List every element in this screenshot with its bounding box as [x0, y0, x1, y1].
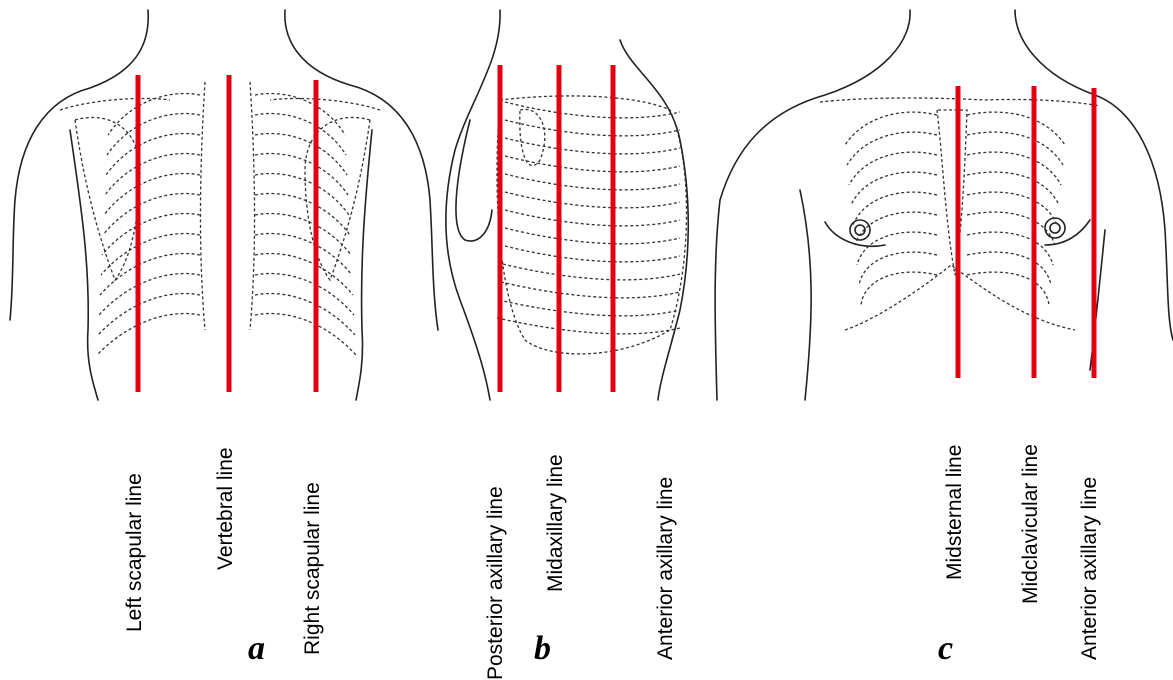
rib	[499, 300, 680, 316]
torso-outline-left	[715, 10, 910, 400]
sternum	[937, 110, 967, 275]
rib	[255, 154, 348, 195]
rib	[967, 112, 1065, 145]
label-midaxillary-line: Midaxillary line	[544, 454, 568, 592]
rib	[255, 274, 354, 315]
label-right-scapular-line: Right scapular line	[301, 482, 325, 655]
rib	[851, 172, 937, 205]
rib	[100, 254, 200, 295]
shoulder-left	[60, 98, 170, 110]
rib	[505, 120, 680, 136]
rib	[255, 294, 355, 335]
rib	[505, 138, 680, 154]
rib	[107, 114, 200, 155]
panel-c-anterior: Midsternal line Midclavicular line Anter…	[705, 0, 1173, 672]
rib	[503, 264, 680, 280]
spine-right-edge	[250, 82, 255, 330]
rib-cage-lateral	[497, 102, 680, 334]
rib	[967, 252, 1051, 285]
rib	[505, 246, 680, 262]
nipple-right	[1045, 218, 1065, 238]
rib	[849, 152, 937, 185]
label-midclavicular-line: Midclavicular line	[1019, 444, 1043, 604]
panel-label-b: b	[534, 630, 551, 668]
panel-a-posterior: Left scapular line Vertebral line Right …	[0, 0, 440, 672]
rib	[101, 234, 200, 275]
label-anterior-axillary-line-anterior: Anterior axillary line	[1078, 477, 1102, 660]
torso-outline-left	[10, 10, 148, 320]
rib	[505, 210, 680, 226]
label-midsternal-line: Midsternal line	[943, 445, 967, 580]
arm-inner-right	[356, 130, 372, 400]
rib	[105, 154, 200, 195]
nipple-right-inner	[1050, 223, 1060, 233]
rib	[855, 212, 937, 245]
chest-fold-left	[825, 222, 885, 246]
rib	[255, 114, 346, 155]
label-posterior-axillary-line: Posterior axillary line	[484, 486, 508, 680]
panel-label-a: a	[248, 630, 265, 668]
rib	[106, 134, 200, 175]
rib	[861, 272, 937, 305]
rib	[501, 282, 680, 298]
rib	[967, 192, 1057, 225]
spine-left-edge	[200, 82, 205, 330]
rib	[255, 194, 350, 235]
posterior-torso-drawing	[0, 0, 440, 672]
rib	[97, 314, 200, 355]
rib	[505, 156, 680, 172]
rib	[845, 112, 937, 145]
torso-outline-back	[446, 10, 500, 400]
torso-outline-front	[620, 40, 688, 400]
panel-b-lateral: Posterior axillary line Midaxillary line…	[430, 0, 720, 672]
rib	[505, 174, 680, 190]
rib	[505, 192, 680, 208]
shoulder-right	[270, 98, 380, 110]
rib	[98, 294, 200, 335]
rib	[857, 232, 937, 265]
rib	[967, 132, 1063, 165]
rib	[255, 314, 356, 355]
scapula-lateral	[520, 109, 545, 165]
label-vertebral-line: Vertebral line	[214, 447, 238, 570]
rib	[99, 274, 200, 315]
label-left-scapular-line: Left scapular line	[123, 473, 147, 632]
anterior-torso-drawing	[705, 0, 1173, 672]
rib	[967, 272, 1049, 305]
label-anterior-axillary-line-lateral: Anterior axillary line	[654, 477, 678, 660]
nipple-left	[850, 220, 870, 240]
rib	[859, 252, 937, 285]
arm-inner-left	[800, 190, 811, 400]
rib	[255, 174, 349, 215]
rib	[497, 318, 680, 334]
rib	[967, 212, 1055, 245]
rib	[505, 228, 680, 244]
rib	[967, 152, 1061, 185]
panel-label-c: c	[938, 630, 953, 668]
rib	[847, 132, 937, 165]
scapula-left	[75, 117, 140, 280]
rib	[853, 192, 937, 225]
rib	[967, 172, 1059, 205]
arm-outline	[456, 120, 492, 241]
rib	[967, 232, 1053, 265]
